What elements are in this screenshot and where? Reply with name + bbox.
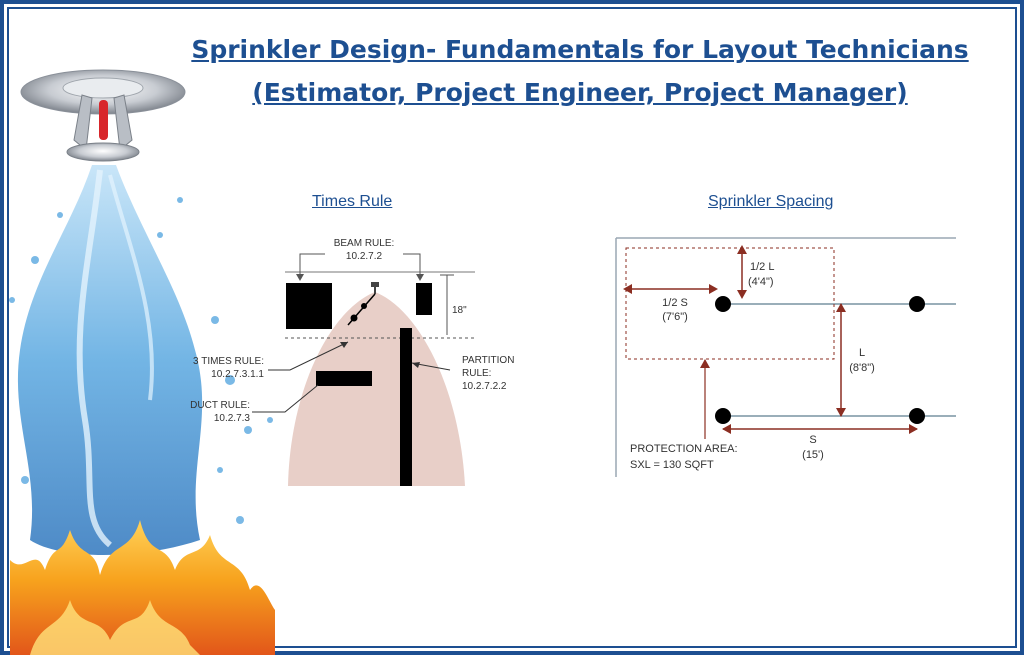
title-line-1: Sprinkler Design- Fundamentals for Layou…	[191, 35, 969, 64]
duct-rule-ref: 10.2.7.3	[214, 413, 251, 424]
duct-obstruction	[316, 371, 372, 386]
sprinkler-spacing-caption[interactable]: Sprinkler Spacing	[708, 193, 834, 210]
half-s-label: 1/2 S	[662, 297, 688, 309]
protection-area-label: PROTECTION AREA:	[630, 443, 738, 455]
three-times-rule-ref: 10.2.7.3.1.1	[211, 369, 264, 380]
s-label: S	[809, 434, 816, 446]
title-line-2: (Estimator, Project Engineer, Project Ma…	[252, 78, 908, 107]
duct-rule-label: DUCT RULE:	[190, 400, 250, 411]
three-times-rule-label: 3 TIMES RULE:	[193, 356, 264, 367]
sprinkler-spacing-diagram: 1/2 L (4'4") 1/2 S (7'6") L (8'8") S (15…	[615, 237, 956, 477]
sprinkler-water-fire-illustration	[9, 69, 275, 655]
glass-bulb-icon	[99, 100, 108, 140]
beam-left	[286, 283, 332, 329]
l-value: (8'8")	[849, 362, 875, 374]
water-spray-icon	[17, 165, 203, 555]
times-rule-caption[interactable]: Times Rule	[312, 193, 393, 210]
dimension-label: 18"	[452, 305, 467, 316]
s-value: (15')	[802, 449, 824, 461]
half-l-label: 1/2 L	[750, 261, 774, 273]
sprinkler-symbol-icon	[371, 282, 379, 294]
sprinkler-head	[909, 408, 925, 424]
spray-pattern	[288, 292, 465, 486]
inner-frame	[7, 7, 1017, 648]
partition-rule-ref: 10.2.7.2.2	[462, 381, 507, 392]
beam-rule-label: BEAM RULE:	[334, 238, 395, 249]
half-l-value: (4'4")	[748, 276, 774, 288]
sprinkler-head	[715, 296, 731, 312]
protection-area-box	[625, 247, 835, 360]
partition-rule-text: RULE:	[462, 368, 491, 379]
l-label: L	[859, 347, 865, 359]
beam-rule-ref: 10.2.7.2	[346, 251, 383, 262]
protection-area-formula: SXL = 130 SQFT	[630, 459, 714, 471]
half-s-value: (7'6")	[662, 311, 688, 323]
page-title: Sprinkler Design- Fundamentals for Layou…	[140, 28, 1020, 114]
partition-wall	[400, 328, 412, 486]
sprinkler-head	[909, 296, 925, 312]
sprinkler-head	[715, 408, 731, 424]
times-rule-diagram: 18" BEAM RULE: 10.2.7.2 3 TIMES RULE: 10…	[190, 238, 514, 486]
beam-right	[416, 283, 432, 315]
partition-rule-label: PARTITION	[462, 355, 514, 366]
deflector-icon	[66, 142, 140, 162]
